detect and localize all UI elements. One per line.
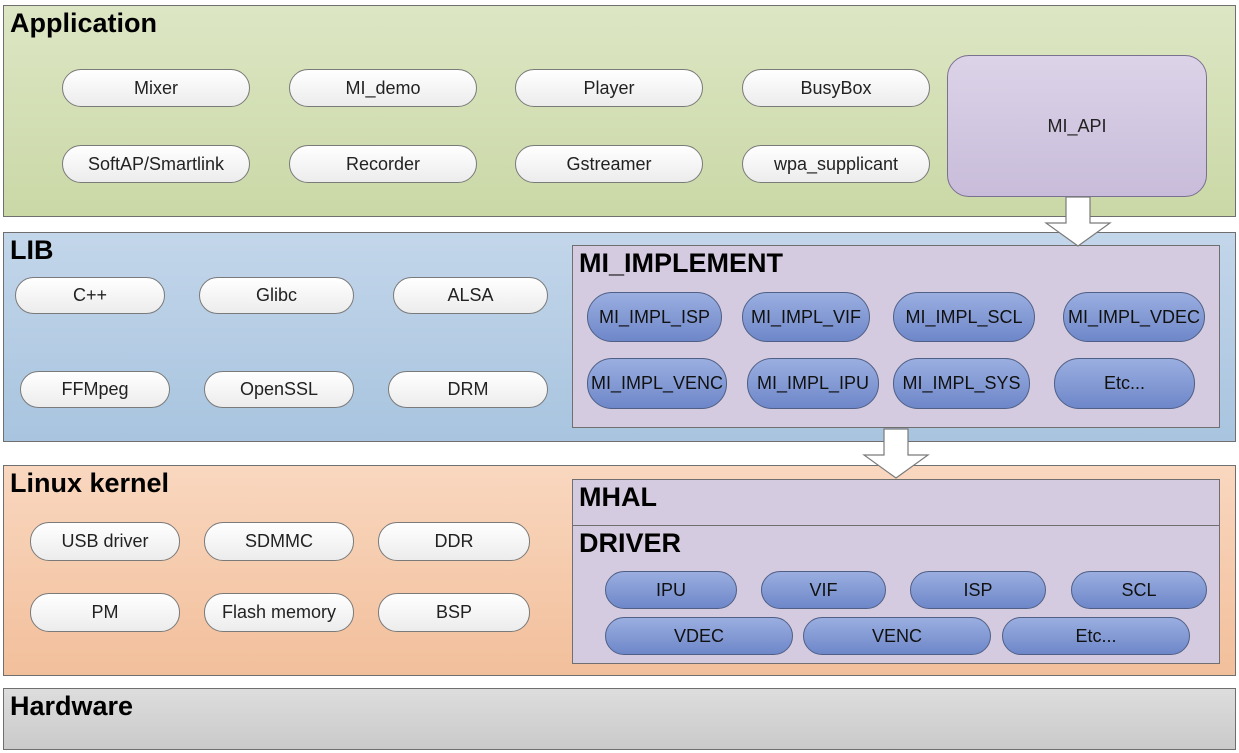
mhal-title: MHAL	[579, 482, 657, 512]
mi-impl-etc: Etc...	[1054, 358, 1195, 409]
driver-venc: VENC	[803, 617, 991, 655]
app-item-softap: SoftAP/Smartlink	[62, 145, 250, 183]
mi-impl-isp: MI_IMPL_ISP	[587, 292, 722, 342]
mi-api-box: MI_API	[947, 55, 1207, 197]
mi-impl-sys: MI_IMPL_SYS	[893, 358, 1030, 409]
mi-impl-vif: MI_IMPL_VIF	[742, 292, 870, 342]
mi-impl-ipu: MI_IMPL_IPU	[747, 358, 879, 409]
app-item-gstreamer: Gstreamer	[515, 145, 703, 183]
arrow-implement-to-mhal	[862, 428, 930, 479]
arrow-api-to-implement	[1044, 196, 1112, 247]
mi-impl-vdec: MI_IMPL_VDEC	[1063, 292, 1205, 342]
app-item-mi-demo: MI_demo	[289, 69, 477, 107]
kernel-item-usb-driver: USB driver	[30, 522, 180, 561]
kernel-item-flash-memory: Flash memory	[204, 593, 354, 632]
lib-title: LIB	[10, 235, 54, 265]
hardware-layer: Hardware	[3, 688, 1236, 750]
lib-item-cpp: C++	[15, 277, 165, 314]
lib-item-openssl: OpenSSL	[204, 371, 354, 408]
driver-vif: VIF	[761, 571, 886, 609]
mi-implement-title: MI_IMPLEMENT	[579, 248, 784, 278]
lib-item-ffmpeg: FFMpeg	[20, 371, 170, 408]
driver-ipu: IPU	[605, 571, 737, 609]
app-item-player: Player	[515, 69, 703, 107]
mhal-box: MHAL	[572, 479, 1220, 526]
application-title: Application	[10, 8, 157, 38]
kernel-item-ddr: DDR	[378, 522, 530, 561]
lib-item-drm: DRM	[388, 371, 548, 408]
app-item-mixer: Mixer	[62, 69, 250, 107]
driver-etc: Etc...	[1002, 617, 1190, 655]
lib-item-alsa: ALSA	[393, 277, 548, 314]
lib-item-glibc: Glibc	[199, 277, 354, 314]
hardware-title: Hardware	[10, 691, 134, 721]
kernel-item-bsp: BSP	[378, 593, 530, 632]
driver-vdec: VDEC	[605, 617, 793, 655]
app-item-wpa-supplicant: wpa_supplicant	[742, 145, 930, 183]
driver-isp: ISP	[910, 571, 1046, 609]
app-item-busybox: BusyBox	[742, 69, 930, 107]
kernel-item-sdmmc: SDMMC	[204, 522, 354, 561]
driver-title: DRIVER	[579, 528, 682, 558]
kernel-title: Linux kernel	[10, 468, 170, 498]
kernel-item-pm: PM	[30, 593, 180, 632]
app-item-recorder: Recorder	[289, 145, 477, 183]
mi-impl-scl: MI_IMPL_SCL	[893, 292, 1035, 342]
driver-scl: SCL	[1071, 571, 1207, 609]
mi-impl-venc: MI_IMPL_VENC	[587, 358, 727, 409]
